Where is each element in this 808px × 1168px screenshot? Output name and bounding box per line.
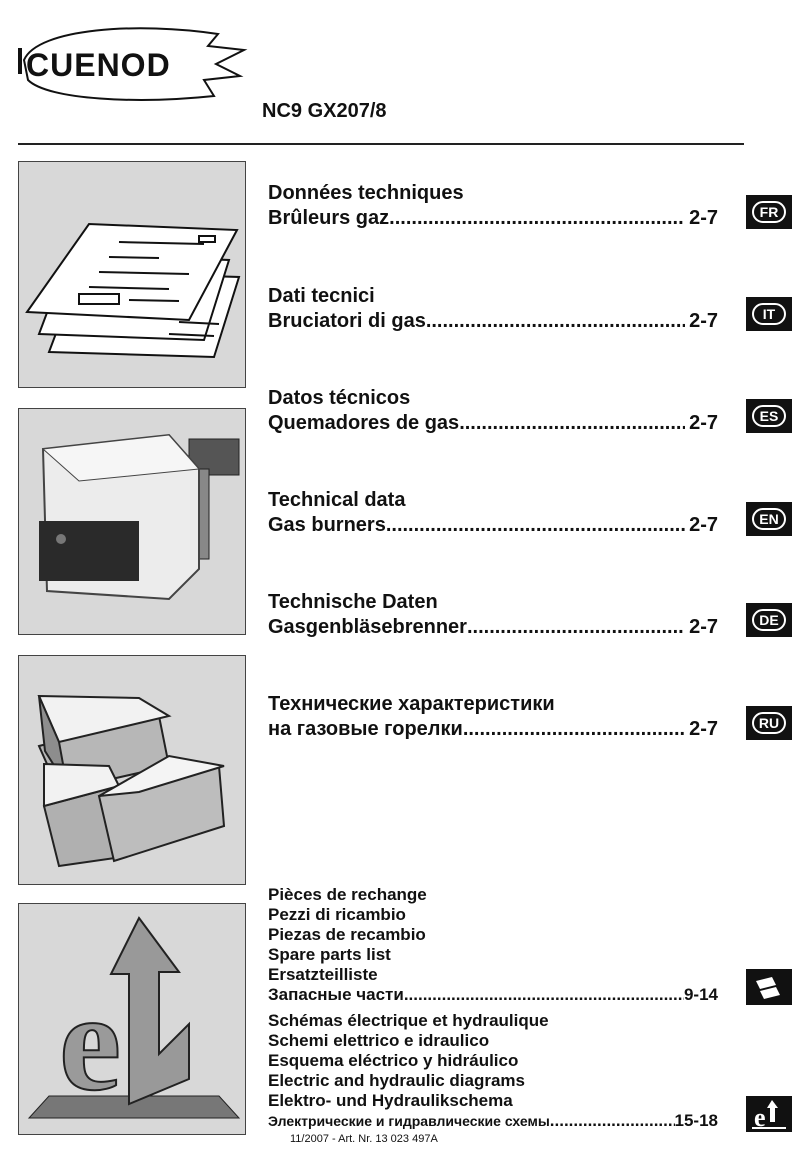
lang-label: EN bbox=[752, 508, 786, 530]
footer-article-number: 11/2007 - Art. Nr. 13 023 497A bbox=[290, 1133, 438, 1145]
toc-subtitle: на газовые горелки bbox=[268, 718, 463, 740]
diagrams-page: 15-18 bbox=[674, 1111, 718, 1130]
spare-parts-line: Pièces de rechange bbox=[268, 885, 427, 904]
toc-title: Technische Daten bbox=[268, 591, 438, 613]
toc-subtitle: Quemadores de gas bbox=[268, 412, 460, 434]
lang-label: FR bbox=[752, 201, 786, 223]
lang-label: IT bbox=[752, 303, 786, 325]
toc-page: 2-7 bbox=[689, 616, 718, 638]
toc-leader: ........................................… bbox=[549, 1111, 675, 1130]
lang-tab-de[interactable]: DE bbox=[746, 603, 792, 637]
brand-name: CUENOD bbox=[26, 47, 171, 83]
diagrams-tab[interactable]: e bbox=[746, 1096, 792, 1132]
spare-parts-line: Запасные части bbox=[268, 985, 404, 1004]
lang-tab-es[interactable]: ES bbox=[746, 399, 792, 433]
toc-title: Dati tecnici bbox=[268, 285, 375, 307]
lang-label: DE bbox=[752, 609, 786, 631]
spare-parts-page: 9-14 bbox=[683, 985, 718, 1004]
diagrams-line: Electric and hydraulic diagrams bbox=[268, 1071, 525, 1090]
toc-title: Technical data bbox=[268, 489, 406, 511]
spare-parts-line: Pezzi di ricambio bbox=[268, 905, 406, 924]
toc-leader: ........................................… bbox=[459, 412, 685, 434]
spare-parts-entry[interactable]: Pièces de rechange Pezzi di ricambio Pie… bbox=[268, 885, 718, 1005]
svg-text:e: e bbox=[754, 1103, 766, 1132]
toc-leader: ........................................… bbox=[389, 207, 685, 229]
spare-parts-tab[interactable] bbox=[746, 969, 792, 1005]
toc-leader: ........................................… bbox=[385, 514, 686, 536]
toc-entry-ru[interactable]: Технические характеристики на газовые го… bbox=[268, 692, 718, 742]
crate-icon bbox=[756, 977, 780, 999]
lang-tab-fr[interactable]: FR bbox=[746, 195, 792, 229]
toc-title: Datos técnicos bbox=[268, 387, 411, 409]
diagrams-entry[interactable]: Schémas électrique et hydraulique Schemi… bbox=[268, 1011, 718, 1131]
electric-hydraulic-illustration: e bbox=[18, 903, 246, 1135]
diagrams-line: Schemi elettrico e idraulico bbox=[268, 1031, 490, 1050]
toc-title: Données techniques bbox=[268, 182, 464, 204]
diagrams-line: Электрические и гидравлические схемы bbox=[268, 1113, 550, 1129]
crates-illustration bbox=[18, 655, 246, 885]
cuenod-logo bbox=[18, 27, 248, 101]
spare-parts-line: Piezas de recambio bbox=[268, 925, 426, 944]
diagrams-line: Elektro- und Hydraulikschema bbox=[268, 1091, 513, 1110]
header-rule bbox=[18, 143, 744, 145]
toc-subtitle: Gas burners bbox=[268, 514, 386, 536]
eh-icon: e bbox=[752, 1100, 786, 1132]
model-title: NC9 GX207/8 bbox=[262, 100, 387, 122]
toc-entry-it[interactable]: Dati tecnici Bruciatori di gas..........… bbox=[268, 284, 718, 334]
lang-label: ES bbox=[752, 405, 786, 427]
toc-entry-es[interactable]: Datos técnicos Quemadores de gas........… bbox=[268, 386, 718, 436]
diagrams-line: Schémas électrique et hydraulique bbox=[268, 1011, 549, 1030]
toc-subtitle: Bruciatori di gas bbox=[268, 310, 426, 332]
toc-entry-en[interactable]: Technical data Gas burners..............… bbox=[268, 488, 718, 538]
spare-parts-line: Spare parts list bbox=[268, 945, 391, 964]
lang-label: RU bbox=[752, 712, 786, 734]
svg-text:e: e bbox=[59, 965, 121, 1120]
lang-tab-ru[interactable]: RU bbox=[746, 706, 792, 740]
toc-leader: ........................................… bbox=[466, 616, 685, 638]
spare-parts-line: Ersatzteilliste bbox=[268, 965, 378, 984]
toc-page: 2-7 bbox=[689, 310, 718, 332]
toc-subtitle: Gasgenbläsebrenner bbox=[268, 616, 467, 638]
toc-title: Технические характеристики bbox=[268, 693, 555, 715]
toc-leader: ........................................… bbox=[462, 718, 686, 740]
toc-leader: ........................................… bbox=[403, 985, 684, 1004]
toc-leader: ........................................… bbox=[425, 310, 686, 332]
toc-entry-fr[interactable]: Données techniques Brûleurs gaz.........… bbox=[268, 181, 718, 231]
burner-illustration bbox=[18, 408, 246, 635]
diagrams-line: Esquema eléctrico y hidráulico bbox=[268, 1051, 519, 1070]
toc-entry-de[interactable]: Technische Daten Gasgenbläsebrenner.....… bbox=[268, 590, 718, 640]
toc-page: 2-7 bbox=[689, 718, 718, 740]
toc-page: 2-7 bbox=[689, 207, 718, 229]
lang-tab-en[interactable]: EN bbox=[746, 502, 792, 536]
toc-page: 2-7 bbox=[689, 514, 718, 536]
lang-tab-it[interactable]: IT bbox=[746, 297, 792, 331]
documents-illustration bbox=[18, 161, 246, 388]
toc-subtitle: Brûleurs gaz bbox=[268, 207, 390, 229]
toc-page: 2-7 bbox=[689, 412, 718, 434]
